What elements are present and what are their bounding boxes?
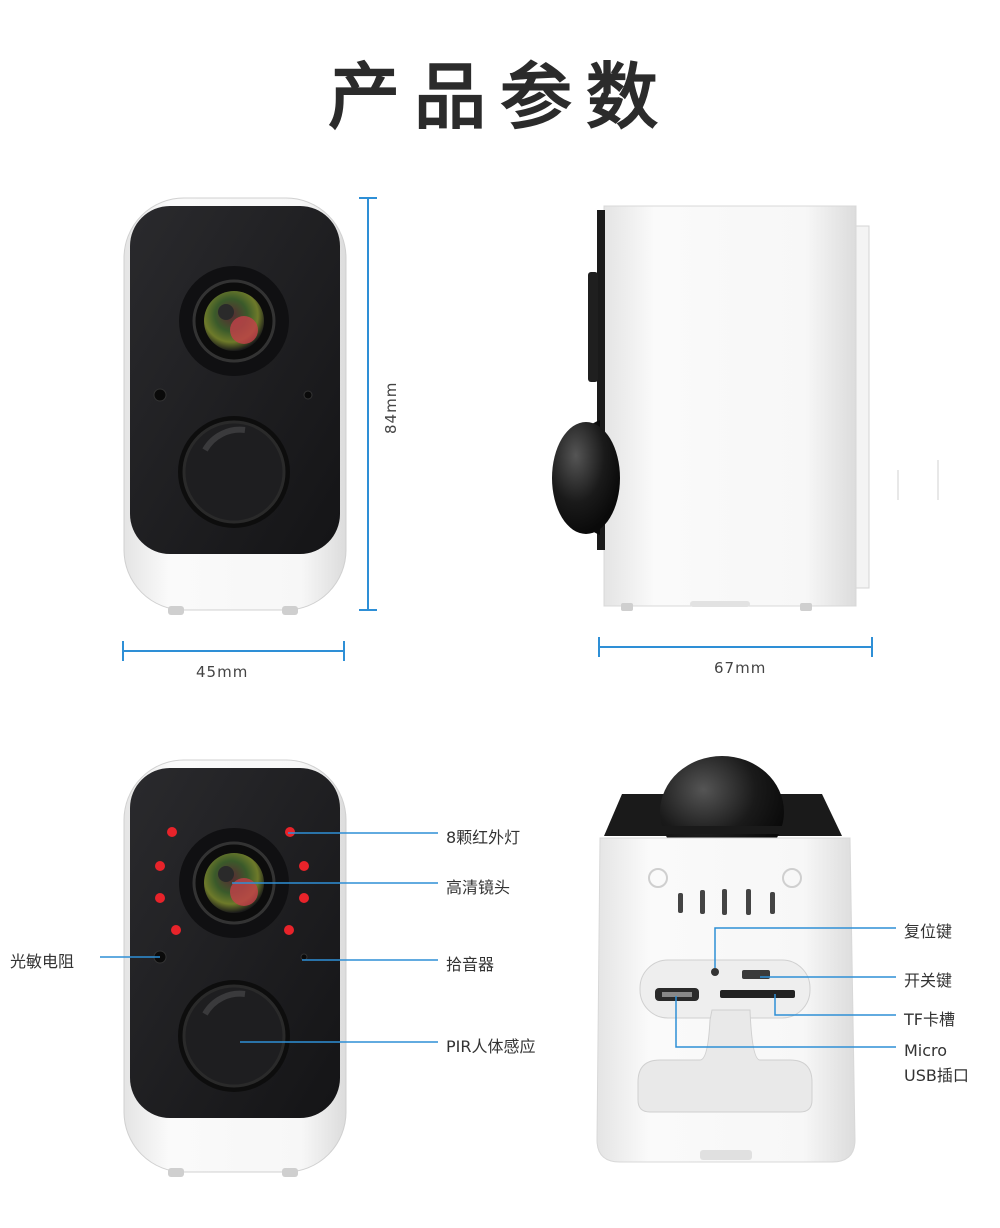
dimension-height-label-wrap: 84mm	[380, 378, 400, 438]
callout-tf-slot: TF卡槽	[904, 1010, 955, 1029]
callout-pir-sensor: PIR人体感应	[446, 1037, 536, 1056]
dimension-height-label: 84mm	[382, 381, 400, 434]
callout-micro-usb-line1: Micro	[904, 1041, 948, 1060]
dimension-depth-side-label: 67mm	[714, 659, 767, 677]
dimension-width-front	[122, 641, 345, 661]
page-title: 产品参数	[327, 55, 672, 139]
callout-lines-front	[100, 832, 438, 1043]
camera-bottom-view	[596, 756, 856, 1163]
callout-light-sensor: 光敏电阻	[10, 952, 75, 971]
callout-microphone: 拾音器	[446, 955, 495, 974]
dimension-width-front-label: 45mm	[196, 663, 249, 681]
callout-lines-bottom	[675, 927, 896, 1048]
callout-power-switch: 开关键	[904, 971, 953, 990]
callout-hd-lens: 高清镜头	[446, 878, 511, 897]
ir-led-group	[155, 827, 309, 935]
callout-ir-leds: 8颗红外灯	[446, 828, 521, 847]
camera-side-view	[552, 205, 939, 611]
callout-micro-usb-line2: USB插口	[904, 1066, 969, 1085]
callout-reset-button: 复位键	[904, 922, 953, 941]
dimension-height	[359, 197, 377, 611]
dimension-depth-side	[598, 637, 873, 657]
camera-front-labeled-view	[123, 759, 347, 1177]
camera-front-view	[123, 197, 347, 615]
